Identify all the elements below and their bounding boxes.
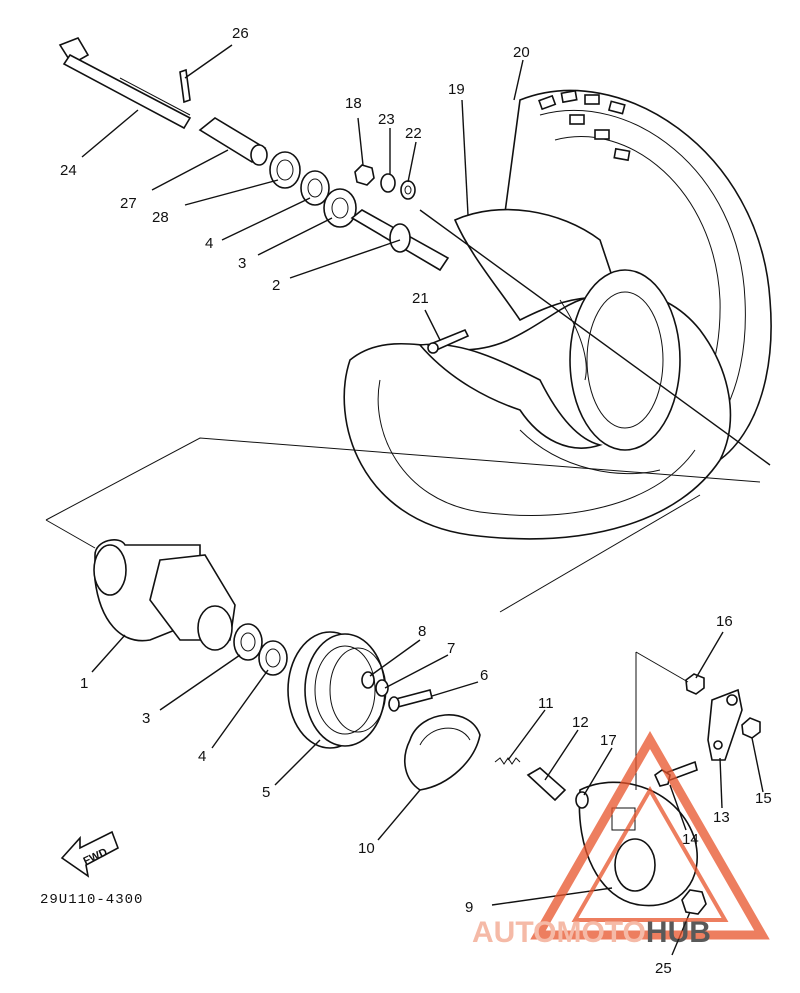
callout-3-lower: 3 <box>142 710 150 727</box>
callout-17: 17 <box>600 732 617 749</box>
callout-8: 8 <box>418 623 426 640</box>
callout-18: 18 <box>345 95 362 112</box>
callout-22: 22 <box>405 125 422 142</box>
callout-25: 25 <box>655 960 672 977</box>
callout-6: 6 <box>480 667 488 684</box>
nut-16 <box>685 673 705 695</box>
bearing-4-lower <box>258 640 288 676</box>
triangle-logo-icon <box>530 730 770 940</box>
callout-5: 5 <box>262 784 270 801</box>
callout-10: 10 <box>358 840 375 857</box>
brake-drum-5 <box>287 631 387 749</box>
callout-15: 15 <box>755 790 772 807</box>
callout-2: 2 <box>272 277 280 294</box>
callout-23: 23 <box>378 111 395 128</box>
bearing-4-upper <box>300 170 330 206</box>
valve-21 <box>426 328 470 354</box>
fwd-arrow-icon: FWD <box>60 830 119 878</box>
bearing-3-lower <box>233 623 263 661</box>
brake-shoe-10 <box>404 714 481 791</box>
callout-13: 13 <box>713 809 730 826</box>
callout-4-upper: 4 <box>205 235 213 252</box>
callout-19: 19 <box>448 81 465 98</box>
cotter-pin-26 <box>179 68 191 104</box>
axle-bolt-24 <box>58 37 192 130</box>
automotohub-watermark: AUTOMOTOHUB <box>472 730 770 949</box>
svg-text:AUTOMOTOHUB: AUTOMOTOHUB <box>472 916 711 949</box>
hub-1 <box>93 539 236 651</box>
bearing-3-upper <box>323 188 357 228</box>
washer-7 <box>375 679 389 697</box>
spring-11 <box>494 757 521 765</box>
callout-27: 27 <box>120 195 137 212</box>
callout-11: 11 <box>538 695 554 712</box>
watermark-part1: AUTOMOTO <box>472 916 646 949</box>
callout-20: 20 <box>513 44 530 61</box>
collar-27 <box>198 117 268 166</box>
watermark-part2: HUB <box>646 916 711 949</box>
callout-labels: 20 19 18 23 22 26 24 27 28 4 3 2 21 1 3 … <box>60 25 772 977</box>
nut-25 <box>681 889 707 915</box>
callout-24: 24 <box>60 162 77 179</box>
callout-26: 26 <box>232 25 249 42</box>
o-ring-17 <box>575 791 589 809</box>
camshaft-12 <box>526 767 567 802</box>
callout-9: 9 <box>465 899 473 916</box>
callout-4-lower: 4 <box>198 748 206 765</box>
nut-18 <box>354 164 375 186</box>
cam-lever-13 <box>707 688 743 761</box>
washer-22 <box>400 180 416 200</box>
bolt-6 <box>388 689 433 712</box>
callout-3-upper: 3 <box>238 255 246 272</box>
callout-14: 14 <box>682 831 699 848</box>
callout-1: 1 <box>80 675 88 692</box>
tire <box>343 89 772 540</box>
oil-seal-28 <box>269 151 301 189</box>
callout-21: 21 <box>412 290 429 307</box>
drawing-code: 29U110-4300 <box>40 892 143 908</box>
callout-28: 28 <box>152 209 169 226</box>
callout-7: 7 <box>447 640 455 657</box>
callout-12: 12 <box>572 714 589 731</box>
nut-15 <box>741 717 761 739</box>
washer-23 <box>380 173 396 193</box>
callout-16: 16 <box>716 613 733 630</box>
tread-blocks <box>538 89 631 162</box>
